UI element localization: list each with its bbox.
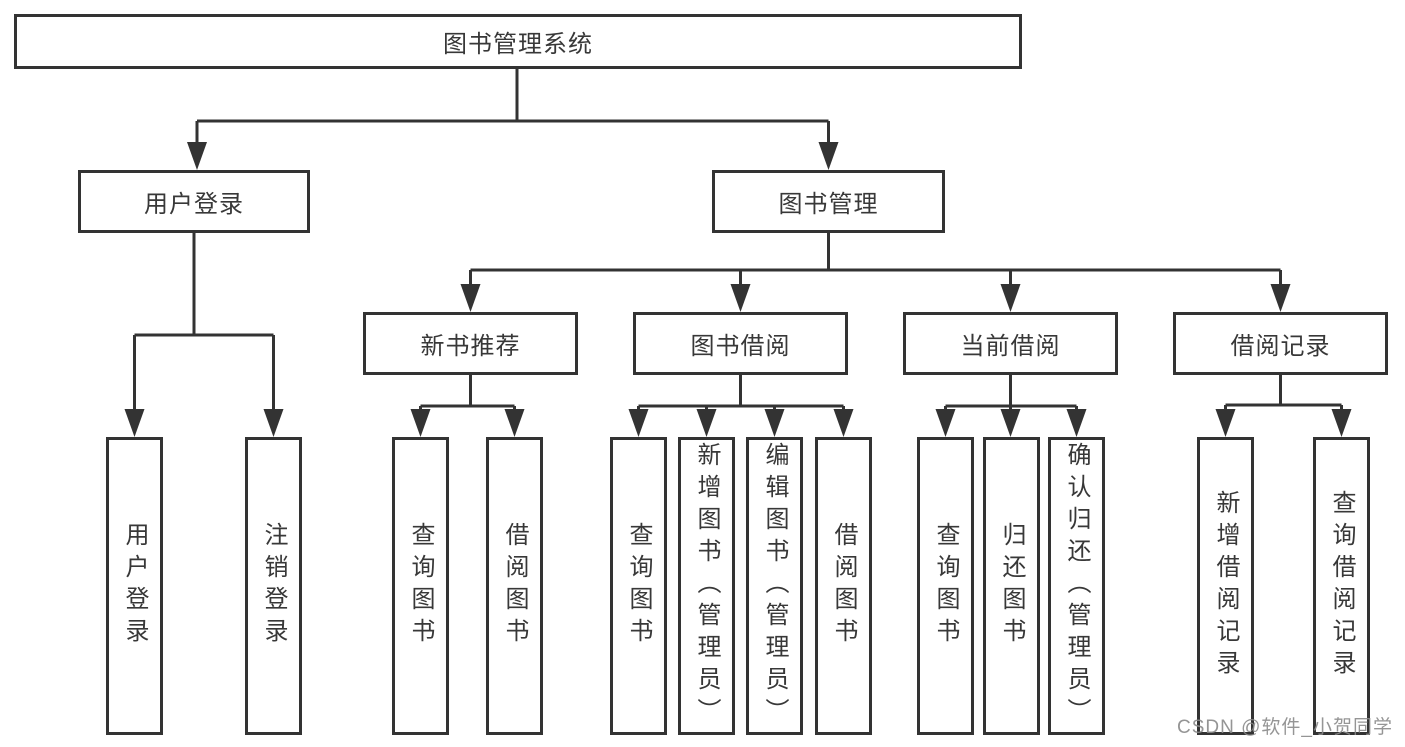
- node-borrow-record: 借阅记录: [1173, 312, 1388, 375]
- leaf-borrow-add-book: 新增图书（管理员）: [678, 437, 735, 735]
- arrowhead-icon: [1000, 284, 1021, 312]
- node-book-borrow-label: 图书借阅: [690, 333, 791, 360]
- arrowhead-icon: [410, 409, 431, 437]
- arrowhead-icon: [1331, 409, 1352, 437]
- arrowhead-icon: [1066, 409, 1087, 437]
- arrowhead-icon: [187, 142, 207, 170]
- connector-new-book: [419, 375, 516, 417]
- arrowhead-icon: [504, 409, 525, 437]
- leaf-borrow-add-book-label: 新增图书（管理员）: [693, 442, 720, 730]
- leaf-user-login-label: 用户登录: [121, 522, 148, 650]
- leaf-record-query-record: 查询借阅记录: [1313, 437, 1370, 735]
- arrowhead-icon: [935, 409, 956, 437]
- connector-book-management: [469, 233, 1282, 292]
- leaf-borrow-query-book: 查询图书: [610, 437, 667, 735]
- leaf-record-query-record-label: 查询借阅记录: [1328, 490, 1355, 682]
- leaf-logout: 注销登录: [245, 437, 302, 735]
- leaf-newbook-borrow-book-label: 借阅图书: [501, 522, 528, 650]
- connector-borrow-record: [1224, 375, 1343, 417]
- node-current-borrow: 当前借阅: [903, 312, 1118, 375]
- node-new-book-recommend: 新书推荐: [363, 312, 578, 375]
- csdn-watermark: CSDN @软件_小贺同学: [1177, 717, 1393, 738]
- leaf-newbook-query-book-label: 查询图书: [407, 522, 434, 650]
- node-book-borrow: 图书借阅: [633, 312, 848, 375]
- node-user-login-label: 用户登录: [144, 191, 244, 218]
- arrowhead-icon: [764, 409, 785, 437]
- leaf-current-return-book: 归还图书: [983, 437, 1040, 735]
- node-book-management-label: 图书管理: [778, 191, 879, 218]
- leaf-current-query-book-label: 查询图书: [932, 522, 959, 650]
- arrowhead-icon: [818, 142, 839, 170]
- leaf-user-login: 用户登录: [106, 437, 163, 735]
- leaf-current-query-book: 查询图书: [917, 437, 974, 735]
- arrowhead-icon: [696, 409, 717, 437]
- leaf-current-return-book-label: 归还图书: [998, 522, 1025, 650]
- leaf-borrow-edit-book: 编辑图书（管理员）: [746, 437, 803, 735]
- leaf-newbook-query-book: 查询图书: [392, 437, 449, 735]
- arrowhead-icon: [730, 284, 751, 312]
- arrowhead-icon: [460, 284, 481, 312]
- leaf-logout-label: 注销登录: [260, 522, 287, 650]
- node-root-label: 图书管理系统: [443, 31, 593, 58]
- leaf-record-add-record: 新增借阅记录: [1197, 437, 1254, 735]
- leaf-borrow-borrow-book-label: 借阅图书: [830, 522, 857, 650]
- leaf-borrow-borrow-book: 借阅图书: [815, 437, 872, 735]
- leaf-record-add-record-label: 新增借阅记录: [1212, 490, 1239, 682]
- leaf-borrow-query-book-label: 查询图书: [625, 522, 652, 650]
- leaf-newbook-borrow-book: 借阅图书: [486, 437, 543, 735]
- node-new-book-recommend-label: 新书推荐: [420, 333, 521, 360]
- arrowhead-icon: [1215, 409, 1236, 437]
- leaf-borrow-edit-book-label: 编辑图书（管理员）: [761, 442, 788, 730]
- leaf-current-confirm-return-label: 确认归还（管理员）: [1063, 442, 1090, 730]
- arrowhead-icon: [1000, 409, 1021, 437]
- node-user-login: 用户登录: [78, 170, 310, 233]
- node-book-management: 图书管理: [712, 170, 945, 233]
- arrowhead-icon: [628, 409, 649, 437]
- connector-user-login: [133, 233, 275, 417]
- arrowhead-icon: [833, 409, 854, 437]
- arrowhead-icon: [124, 409, 145, 437]
- arrowhead-icon: [263, 409, 284, 437]
- connector-root: [195, 69, 830, 150]
- leaf-current-confirm-return: 确认归还（管理员）: [1048, 437, 1105, 735]
- connector-book-borrow: [637, 375, 845, 417]
- node-root: 图书管理系统: [14, 14, 1022, 69]
- node-borrow-record-label: 借阅记录: [1230, 333, 1331, 360]
- node-current-borrow-label: 当前借阅: [960, 333, 1061, 360]
- arrowhead-icon: [1270, 284, 1291, 312]
